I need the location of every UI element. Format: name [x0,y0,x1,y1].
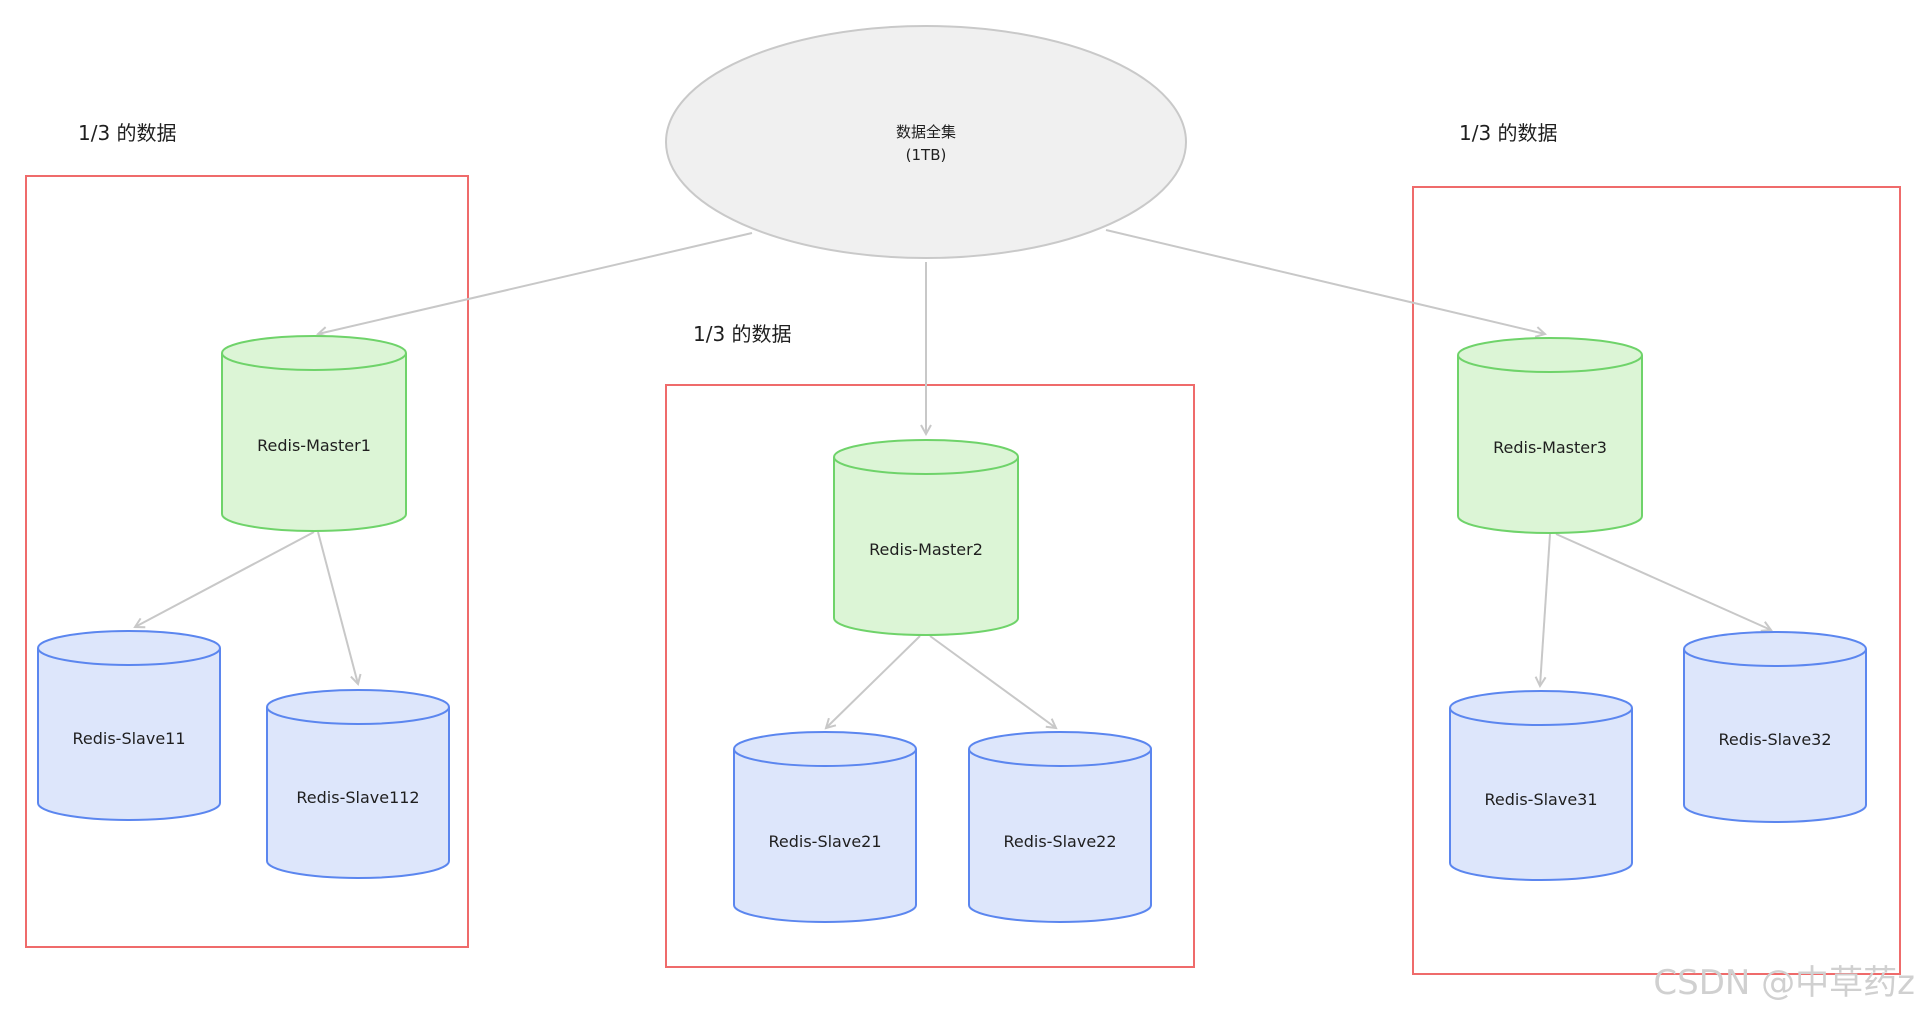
master-label-1: Redis-Master1 [257,436,371,455]
full-dataset-node: 数据全集 (1TB) [665,25,1187,259]
arrow-master2-slave22 [929,635,1056,728]
slave-node-21: Redis-Slave21 [733,731,917,923]
slave-node-112: Redis-Slave112 [266,689,450,879]
full-dataset-title: 数据全集 [896,123,956,141]
slave-node-32: Redis-Slave32 [1683,631,1867,823]
slave-label-11: Redis-Slave11 [72,729,185,748]
shard-box-1 [25,175,469,948]
arrow-root-master1 [318,232,753,334]
shard-label-3: 1/3 的数据 [1459,121,1558,145]
slave-label-31: Redis-Slave31 [1484,790,1597,809]
arrow-master1-slave11 [135,531,315,627]
shard-box-2 [665,384,1195,968]
arrow-root-master3 [1105,229,1545,334]
csdn-watermark: CSDN @中草药z [1653,963,1915,1003]
shard-label-2: 1/3 的数据 [693,322,792,346]
slave-label-22: Redis-Slave22 [1003,832,1116,851]
slave-label-32: Redis-Slave32 [1718,730,1831,749]
master-label-2: Redis-Master2 [869,540,983,559]
master-node-2: Redis-Master2 [833,439,1019,636]
arrow-master2-slave21 [826,635,921,728]
arrow-master3-slave31 [1540,533,1551,686]
full-dataset-size: (1TB) [906,146,947,164]
master-label-3: Redis-Master3 [1493,438,1607,457]
master-node-1: Redis-Master1 [221,335,407,532]
master-node-3: Redis-Master3 [1457,337,1643,534]
slave-node-31: Redis-Slave31 [1449,690,1633,881]
slave-label-112: Redis-Slave112 [296,788,419,807]
shard-label-1: 1/3 的数据 [78,121,177,145]
arrow-master1-slave112 [317,531,358,684]
slave-node-11: Redis-Slave11 [37,630,221,821]
slave-node-22: Redis-Slave22 [968,731,1152,923]
arrow-master3-slave32 [1555,533,1771,630]
shard-box-3 [1412,186,1901,975]
slave-label-21: Redis-Slave21 [768,832,881,851]
